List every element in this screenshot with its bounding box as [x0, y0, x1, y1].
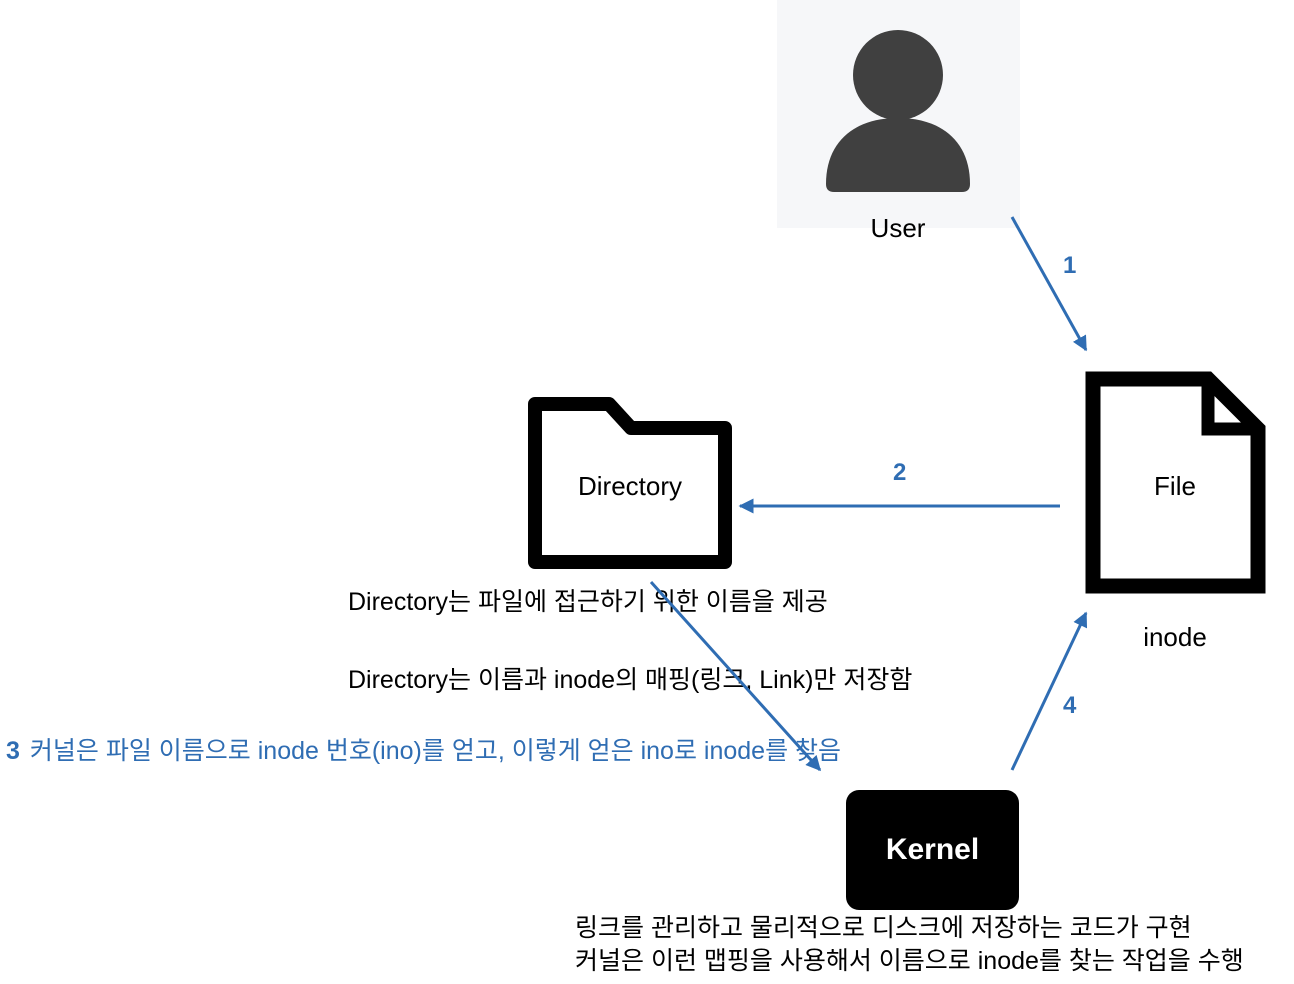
directory-label: Directory	[577, 471, 682, 501]
kernel-note-1: 링크를 관리하고 물리적으로 디스크에 저장하는 코드가 구현	[575, 914, 1192, 942]
user-label: User	[870, 213, 926, 243]
user-icon	[826, 30, 970, 192]
arrow-3	[649, 580, 822, 772]
file-icon	[1085, 371, 1266, 594]
file-label: File	[1154, 471, 1196, 501]
step-3-text: 커널은 파일 이름으로 inode 번호(ino)를 얻고, 이렇게 얻은 in…	[29, 737, 842, 765]
folder-icon	[528, 397, 732, 569]
step-2-number: 2	[893, 459, 907, 486]
arrow-1	[1010, 216, 1088, 352]
kernel-note-2: 커널은 이런 맵핑을 사용해서 이름으로 inode를 찾는 작업을 수행	[575, 947, 1244, 975]
directory-note-2: Directory는 이름과 inode의 매핑(링크, Link)만 저장함	[348, 666, 913, 694]
step-1-number: 1	[1063, 252, 1077, 279]
arrow-4	[1010, 611, 1088, 771]
inode-label: inode	[1143, 622, 1207, 652]
step-3-note: 3 커널은 파일 이름으로 inode 번호(ino)를 얻고, 이렇게 얻은 i…	[6, 736, 841, 766]
directory-note-1: Directory는 파일에 접근하기 위한 이름을 제공	[348, 588, 828, 616]
step-3-number: 3	[6, 737, 20, 765]
kernel-node: Kernel	[846, 790, 1019, 910]
step-4-number: 4	[1063, 692, 1077, 719]
